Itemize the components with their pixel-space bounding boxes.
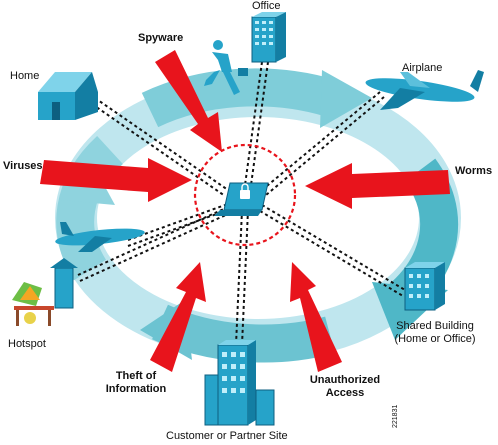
label-theft-line2: Information [105, 383, 167, 395]
label-shared-building-line2: (Home or Office) [394, 333, 476, 345]
threat-arrows [40, 50, 450, 372]
cable-office-b [250, 61, 269, 186]
label-airplane: Airplane [402, 62, 443, 74]
label-shared-building: Shared Building (Home or Office) [385, 320, 485, 346]
label-unauthorized: Unauthorized Access [300, 374, 390, 400]
shared-building-icon [404, 262, 445, 311]
security-perimeter [193, 143, 297, 247]
label-unauthorized-line1: Unauthorized [309, 374, 381, 386]
spyware-arrow [155, 50, 222, 152]
cable-office [244, 61, 263, 186]
label-shared-building-line1: Shared Building [396, 320, 474, 332]
unauthorized-arrow [290, 262, 342, 372]
laptop-lock-icon [214, 182, 269, 216]
network-cables [77, 61, 406, 346]
label-viruses: Viruses [3, 160, 43, 172]
theft-arrow [150, 262, 206, 372]
label-spyware: Spyware [138, 32, 184, 44]
label-unauthorized-line2: Access [325, 387, 365, 399]
label-theft-line1: Theft of [115, 370, 157, 382]
home-icon [38, 72, 98, 120]
hotspot-cafe-icon [12, 258, 78, 326]
label-theft: Theft of Information [100, 370, 172, 396]
label-office: Office [252, 0, 281, 12]
label-hotspot: Hotspot [8, 338, 46, 350]
airplane-icon [55, 222, 145, 252]
label-worms: Worms [455, 165, 493, 177]
figure-number: 221831 [392, 404, 399, 428]
viruses-arrow [40, 158, 192, 202]
customer-building-icon [204, 340, 275, 426]
label-home: Home [10, 70, 40, 82]
airplane-icon [365, 70, 484, 110]
worms-arrow [305, 163, 450, 209]
office-building-icon [251, 12, 286, 63]
label-customer-site: Customer or Partner Site [166, 430, 288, 442]
running-person-icon [204, 40, 248, 95]
ring-arrowhead [320, 70, 372, 128]
